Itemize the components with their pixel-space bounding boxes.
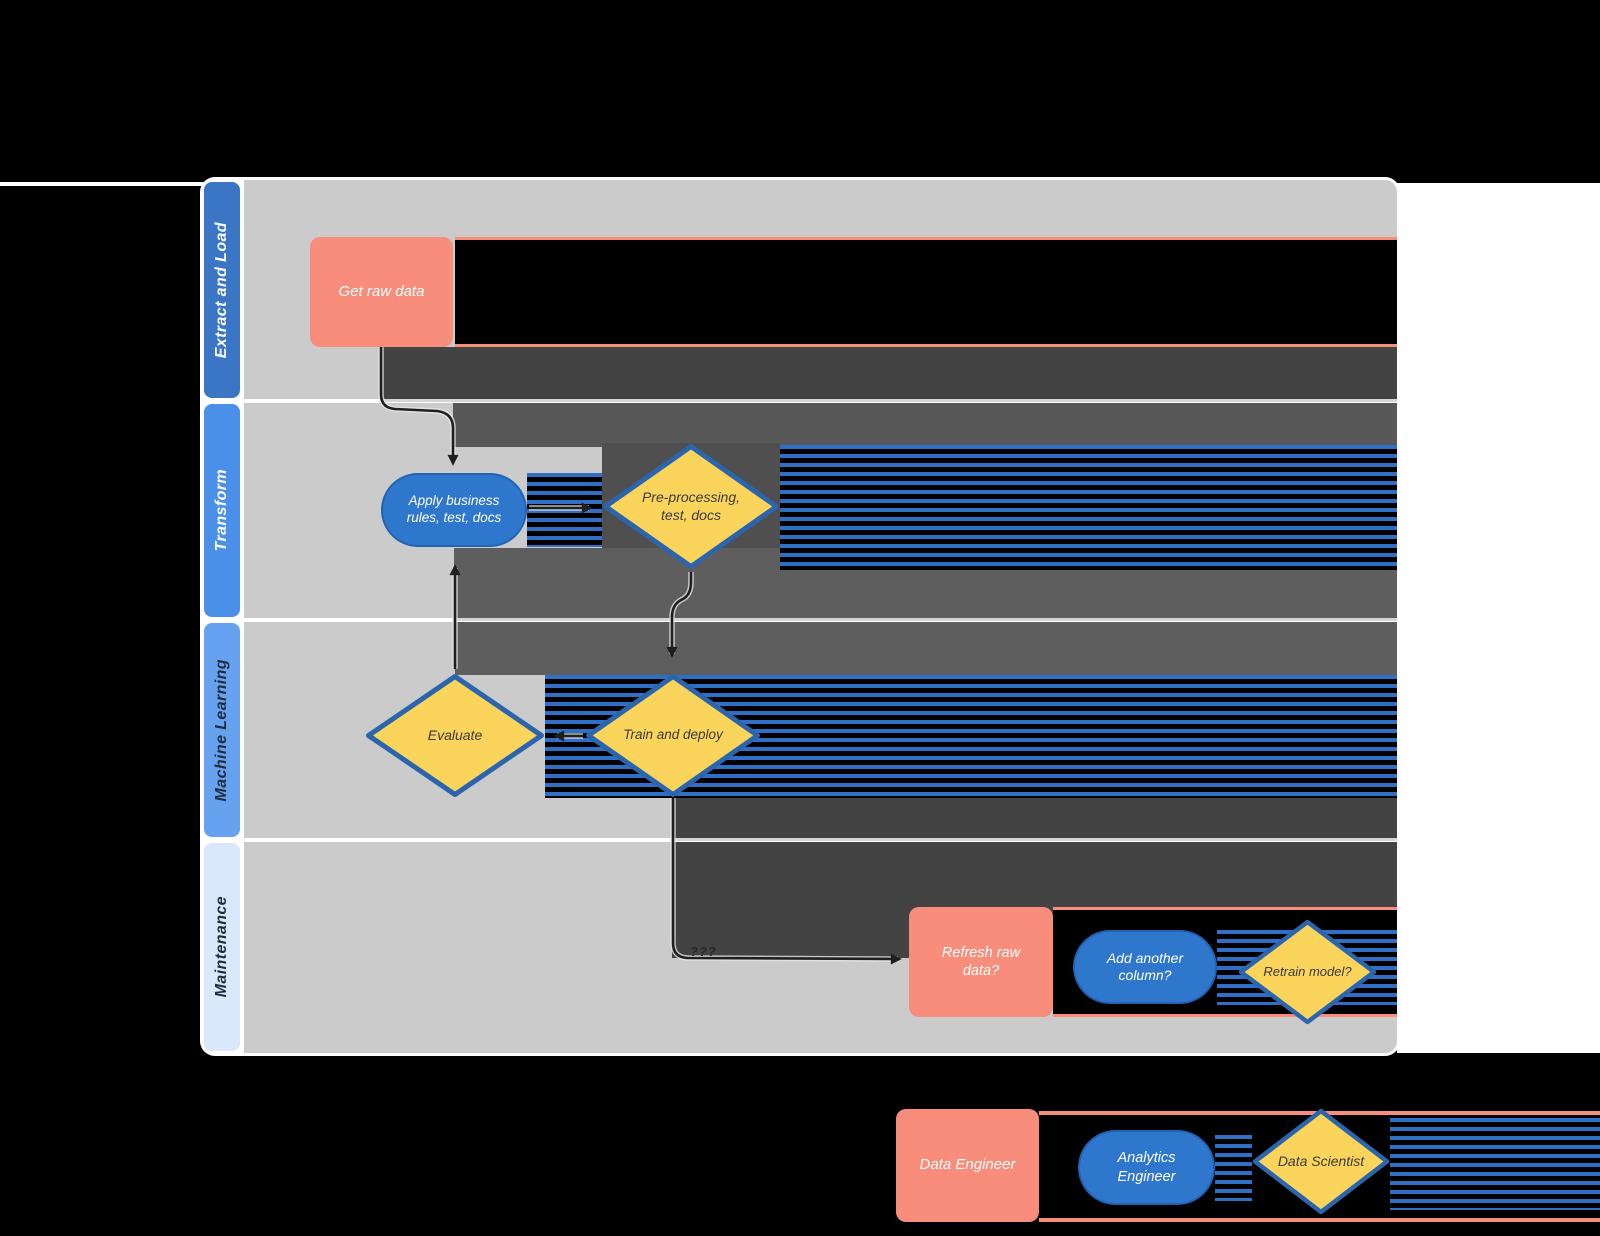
artifact-dark-band-lane2-top: [453, 403, 1397, 447]
node-pre-processing[interactable]: Pre-processing, test, docs: [602, 443, 780, 570]
artifact-salmon-line-4: [1053, 1014, 1397, 1017]
node-add-another-column[interactable]: Add another column?: [1073, 930, 1217, 1004]
lane-label-machine-learning: Machine Learning: [213, 658, 230, 802]
separator-overlay-2: [455, 618, 1397, 621]
white-smear-line-left: [0, 182, 204, 186]
node-get-raw-data-label: Get raw data: [338, 282, 425, 300]
node-pre-processing-label: Pre-processing, test, docs: [641, 489, 741, 523]
node-apply-business-rules[interactable]: Apply business rules, test, docs: [381, 473, 527, 547]
lane-label-transform: Transform: [213, 469, 230, 552]
legend-analytics-engineer[interactable]: Analytics Engineer: [1078, 1130, 1215, 1205]
artifact-black-band-lane1: [455, 237, 1397, 347]
artifact-dark-band-lane1-bottom: [381, 347, 1397, 399]
artifact-dark-band-lane3-bottom: [672, 798, 1397, 838]
edge-label-question-marks: ???: [690, 944, 717, 959]
legend-data-scientist[interactable]: Data Scientist: [1252, 1108, 1390, 1215]
artifact-salmon-line-1: [455, 237, 1397, 240]
node-train-and-deploy[interactable]: Train and deploy: [585, 673, 761, 798]
artifact-stripes-lane2-right: [780, 445, 1397, 570]
diamond-shape-icon: [1238, 919, 1377, 1025]
node-add-another-column-label: Add another column?: [1106, 949, 1184, 984]
legend-data-scientist-label: Data Scientist: [1277, 1152, 1365, 1169]
lane-header-machine-learning: Machine Learning: [204, 623, 240, 837]
node-retrain-model-label: Retrain model?: [1263, 963, 1352, 979]
node-train-and-deploy-label: Train and deploy: [623, 727, 723, 743]
diamond-shape-icon: [366, 674, 544, 797]
artifact-dark-band-lane3-top: [455, 622, 1397, 675]
artifact-salmon-line-legend-bottom: [1039, 1218, 1600, 1222]
node-evaluate[interactable]: Evaluate: [365, 673, 545, 798]
diamond-shape-icon: [1252, 1108, 1390, 1215]
diamond-shape-icon: [586, 674, 760, 797]
node-get-raw-data[interactable]: Get raw data: [310, 237, 453, 347]
node-refresh-raw-data[interactable]: Refresh raw data?: [909, 907, 1053, 1017]
legend-data-engineer[interactable]: Data Engineer: [896, 1109, 1039, 1222]
separator-overlay-1: [381, 399, 1397, 402]
artifact-stripes-lane2-mid: [527, 473, 602, 547]
legend-analytics-engineer-label: Analytics Engineer: [1117, 1150, 1176, 1185]
artifact-stripes-legend-right: [1390, 1118, 1600, 1210]
diamond-shape-icon: [603, 444, 779, 569]
lane-label-maintenance: Maintenance: [213, 896, 230, 998]
separator-overlay-3: [672, 838, 1397, 841]
node-retrain-model[interactable]: Retrain model?: [1238, 919, 1377, 1025]
legend-data-engineer-label: Data Engineer: [919, 1156, 1016, 1174]
node-apply-business-rules-label: Apply business rules, test, docs: [406, 493, 502, 525]
lane-header-transform: Transform: [204, 404, 240, 617]
node-evaluate-label: Evaluate: [427, 726, 483, 743]
white-canvas-right: [1397, 183, 1600, 1053]
artifact-salmon-line-2: [455, 344, 1397, 347]
artifact-salmon-line-3: [1053, 907, 1397, 910]
lane-label-extract-and-load: Extract and Load: [213, 221, 230, 359]
artifact-stripes-legend-mid: [1215, 1135, 1252, 1201]
lane-header-extract-and-load: Extract and Load: [204, 182, 240, 398]
node-refresh-raw-data-label: Refresh raw data?: [941, 944, 1021, 979]
lane-header-maintenance: Maintenance: [204, 843, 240, 1051]
